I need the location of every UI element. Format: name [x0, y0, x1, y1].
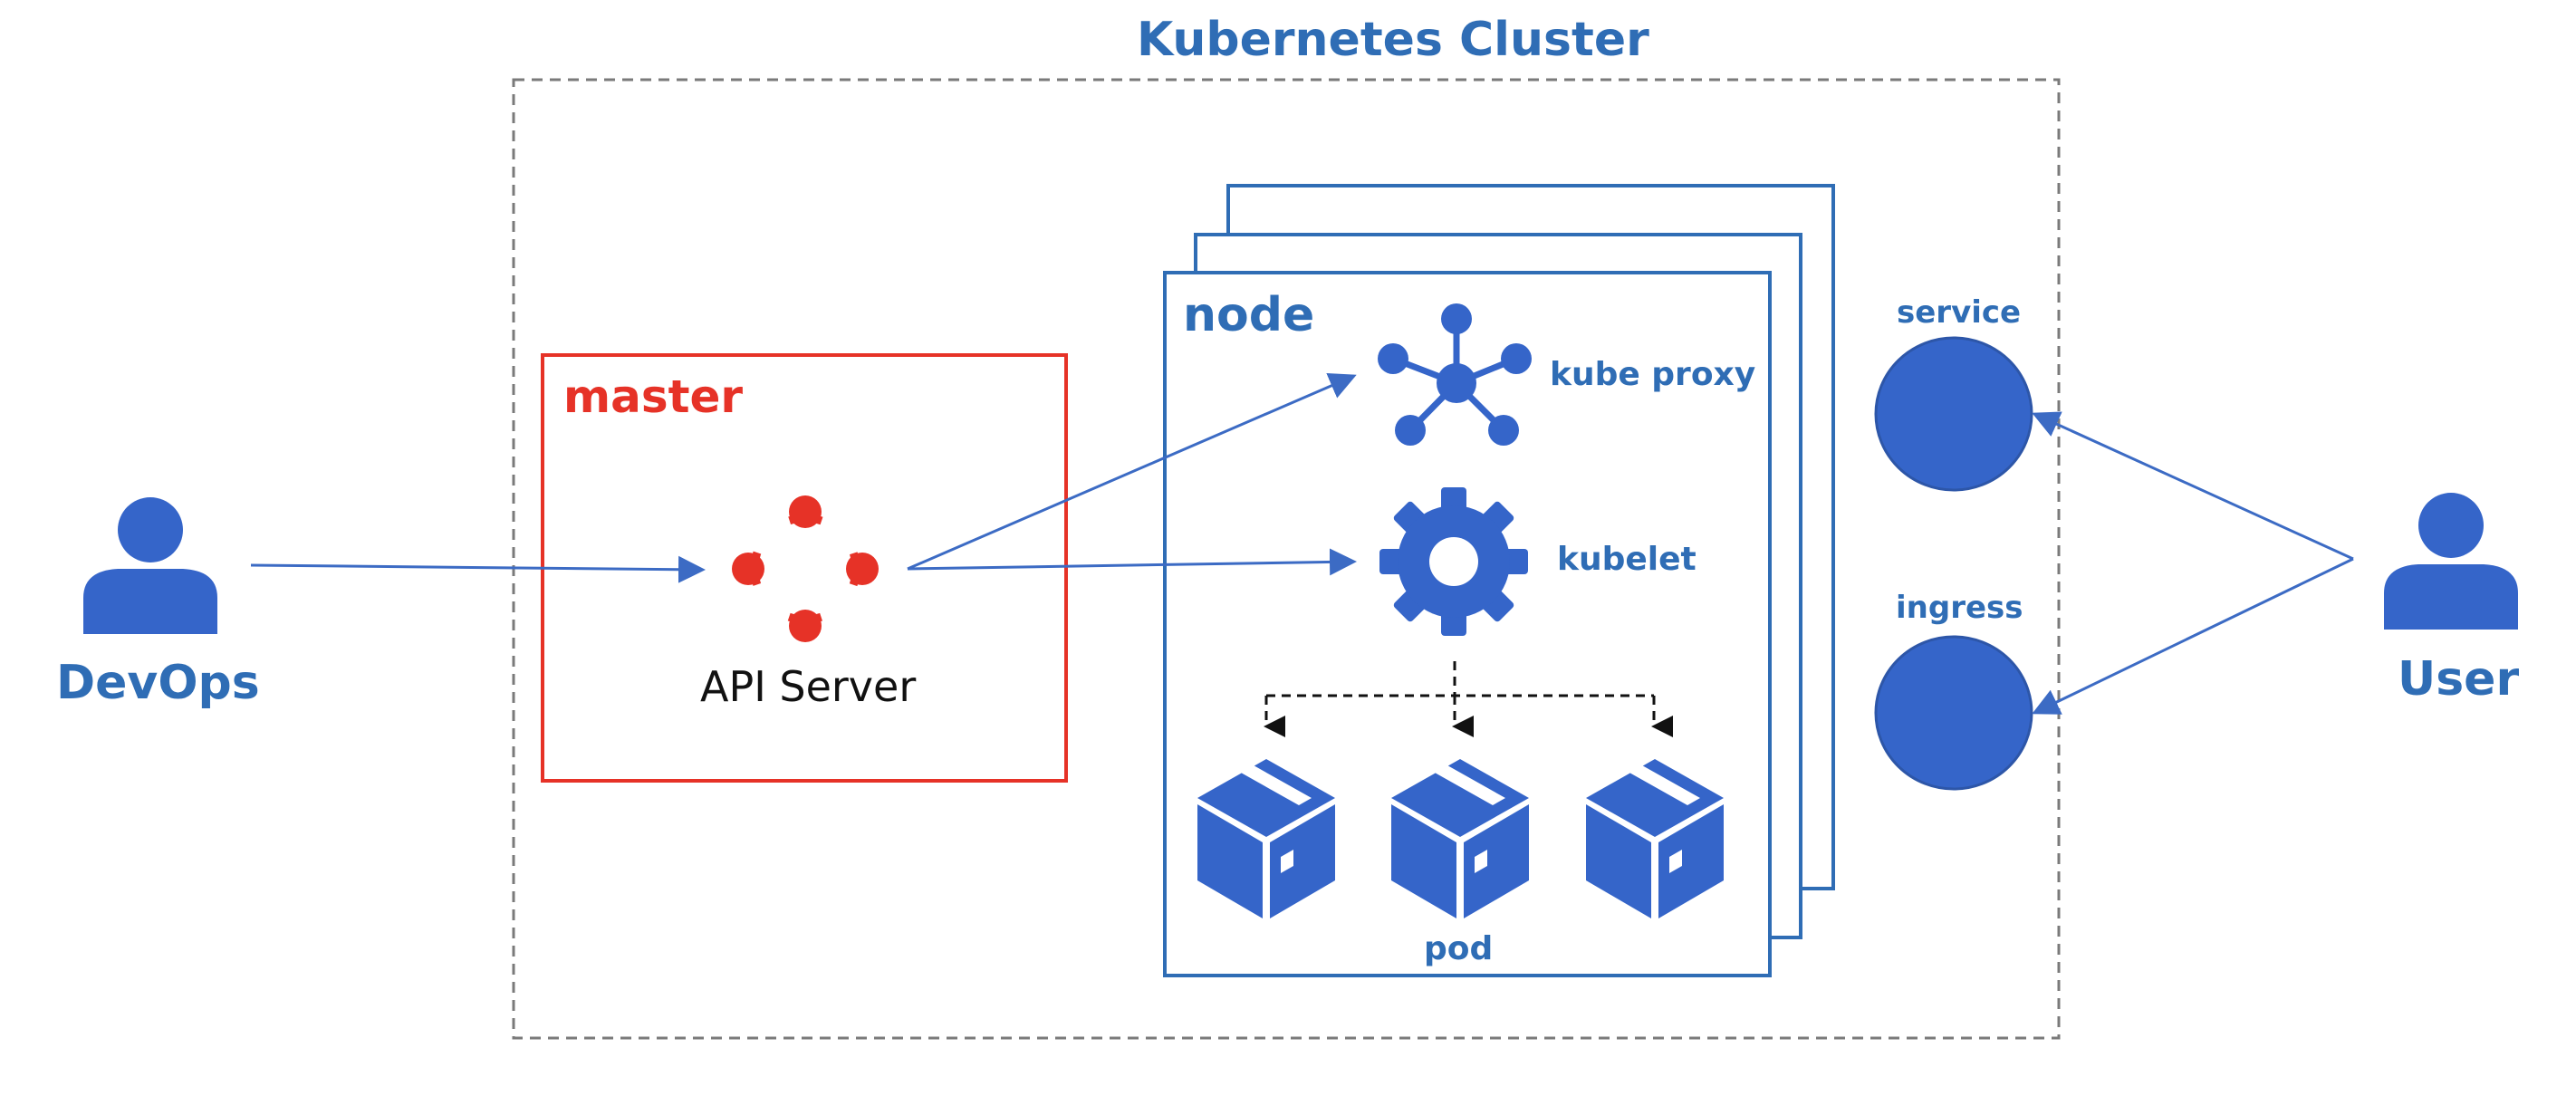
- kubelet-to-pods-connectors: [1264, 661, 1673, 737]
- user-person-icon: [2384, 493, 2518, 630]
- kubelet-label: kubelet: [1557, 541, 1697, 578]
- user-label: User: [2398, 652, 2520, 707]
- node-title: node: [1183, 288, 1315, 342]
- api-server-icon: [732, 495, 879, 642]
- gear-icon: [1379, 487, 1528, 636]
- arrow-api-to-kubelet: [907, 548, 1357, 576]
- arrow-user-to-service: [2032, 411, 2354, 561]
- cluster-title: Kubernetes Cluster: [1137, 13, 1649, 67]
- pod-label: pod: [1424, 930, 1494, 967]
- master-title: master: [563, 370, 744, 423]
- network-hub-icon: [1378, 303, 1532, 446]
- devops-person-icon: [83, 497, 217, 634]
- arrow-user-to-ingress: [2032, 557, 2354, 715]
- kube-proxy-label: kube proxy: [1550, 356, 1756, 393]
- service-label: service: [1897, 294, 2022, 331]
- arrows: [250, 372, 2354, 715]
- pod-box-icon-3: [1586, 759, 1724, 918]
- arrow-api-to-kube-proxy: [907, 372, 1357, 571]
- devops-label: DevOps: [56, 656, 260, 710]
- ingress-label: ingress: [1896, 590, 2023, 626]
- arrow-devops-to-api: [250, 555, 706, 583]
- pod-box-icon-2: [1391, 759, 1529, 918]
- ingress-circle-icon: [1874, 635, 2033, 791]
- pod-box-icon-1: [1197, 759, 1335, 918]
- api-server-label: API Server: [700, 662, 917, 711]
- service-circle-icon: [1874, 336, 2033, 492]
